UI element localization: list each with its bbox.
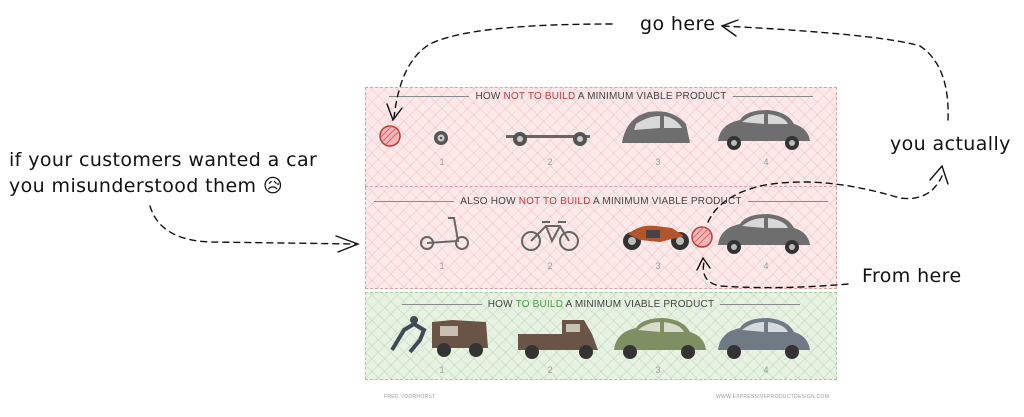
arrow-to-you-actually	[707, 175, 943, 223]
step-number: 3	[655, 261, 661, 271]
step-number: 3	[655, 157, 661, 167]
step-number: 2	[547, 365, 553, 375]
green-citroen-icon	[614, 318, 706, 359]
step-number: 2	[547, 157, 553, 167]
scooter-icon	[420, 217, 469, 250]
row-title-1: HOW NOT TO BUILD A MINIMUM VIABLE PRODUC…	[365, 91, 837, 102]
highlight-circle-from	[691, 226, 713, 248]
car-body-icon	[622, 111, 690, 143]
grey-citroen-icon	[718, 318, 810, 359]
highlight-circle-start	[379, 125, 401, 147]
step-number: 4	[763, 261, 769, 271]
pushed-car-icon	[390, 316, 488, 357]
step-number: 1	[439, 261, 445, 271]
step-number: 1	[439, 157, 445, 167]
arrow-go-here	[393, 23, 613, 119]
row-title-3: HOW TO BUILD A MINIMUM VIABLE PRODUCT	[365, 299, 837, 310]
motorcycle-icon	[623, 225, 689, 250]
pickup-truck-icon	[518, 320, 598, 359]
citroen-car-icon	[718, 110, 810, 150]
bicycle-icon	[521, 221, 579, 251]
footer-url: WWW.EXPRESSIVEPRODUCTDESIGN.COM	[716, 394, 830, 400]
you-actually-label: you actually	[890, 133, 1011, 155]
step-number: 2	[547, 261, 553, 271]
customers-label-line1: if your customers wanted a car	[9, 149, 318, 171]
arrow-customers	[149, 205, 357, 245]
customers-label-line2: you misunderstood them 😥	[9, 175, 284, 197]
step-number: 4	[763, 157, 769, 167]
arrow-you-actually	[721, 25, 949, 121]
citroen-car-icon	[718, 214, 810, 254]
go-here-label: go here	[640, 13, 716, 35]
arrow-from-here	[702, 261, 849, 289]
step-number: 1	[439, 365, 445, 375]
footer-author: FRED VOORHORST	[384, 394, 436, 400]
row-title-2: ALSO HOW NOT TO BUILD A MINIMUM VIABLE P…	[365, 196, 837, 207]
step-number: 4	[763, 365, 769, 375]
step-number: 3	[655, 365, 661, 375]
wheel-icon	[434, 131, 448, 145]
chassis-icon	[506, 132, 590, 146]
from-here-label: From here	[862, 265, 962, 287]
